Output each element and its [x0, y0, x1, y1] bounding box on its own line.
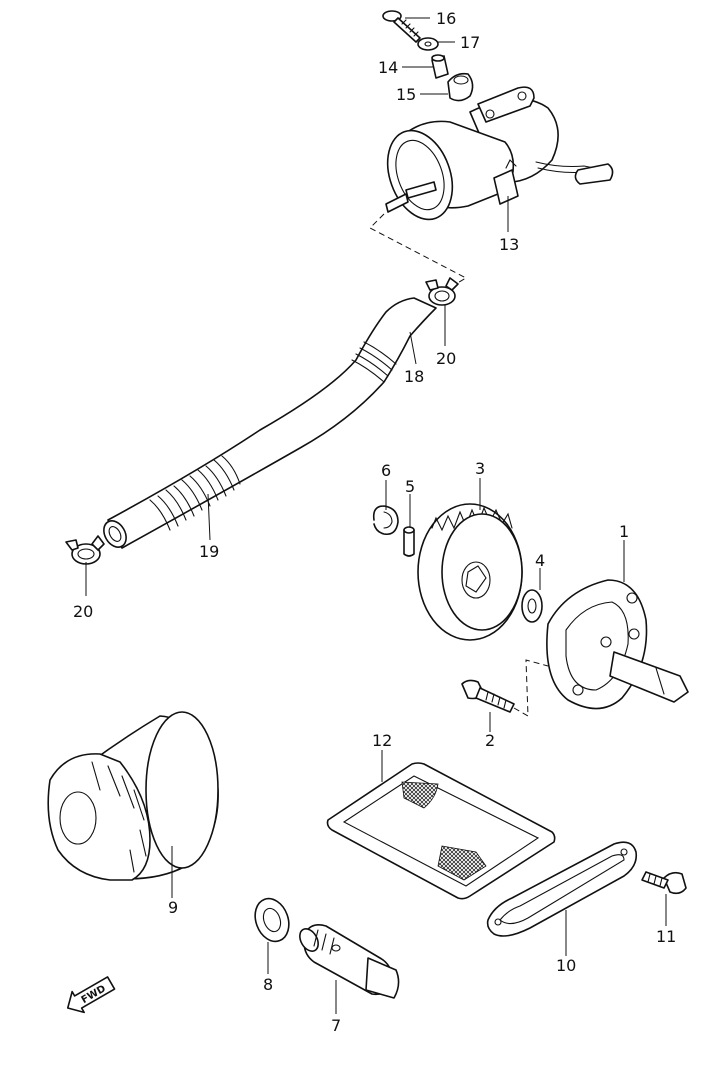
callout-8: 8 [263, 975, 273, 994]
clamp-20-top [425, 277, 459, 306]
callout-14: 14 [378, 58, 398, 77]
pump-body-13 [385, 86, 614, 221]
pump-housing-1 [546, 579, 689, 710]
washer-4 [521, 589, 543, 623]
gear-3 [417, 503, 523, 641]
callout-7: 7 [331, 1016, 341, 1035]
callout-19: 19 [199, 542, 219, 561]
callout-13: 13 [499, 235, 519, 254]
bolt-2 [461, 679, 515, 713]
pin-5 [403, 526, 415, 557]
callout-12: 12 [372, 731, 392, 750]
callout-3: 3 [475, 459, 485, 478]
grommet-15 [447, 72, 474, 102]
hose-18-19 [103, 297, 437, 549]
callout-5: 5 [405, 477, 415, 496]
callout-2: 2 [485, 731, 495, 750]
callout-11: 11 [656, 927, 676, 946]
fwd-arrow-icon: FWD [66, 976, 116, 1014]
oil-strainer-12 [326, 762, 556, 900]
callout-20-bottom: 20 [73, 602, 93, 621]
callout-20-top: 20 [436, 349, 456, 368]
callout-16: 16 [436, 9, 456, 28]
oil-filter-9 [47, 711, 219, 881]
callout-15: 15 [396, 85, 416, 104]
assembly-dashline-bolt [513, 659, 549, 717]
drain-plug-7 [299, 924, 400, 999]
circlip-6 [372, 505, 399, 536]
gasket-10 [486, 841, 638, 937]
callout-18: 18 [404, 367, 424, 386]
bolt-16 [382, 10, 421, 43]
collar-14 [431, 54, 449, 79]
callout-4: 4 [535, 551, 545, 570]
callout-1: 1 [619, 522, 629, 541]
callout-17: 17 [460, 33, 480, 52]
leader-lines [85, 17, 667, 1014]
callout-9: 9 [168, 898, 178, 917]
bolt-11 [641, 871, 687, 895]
washer-17 [417, 37, 439, 51]
clamp-20-bottom [65, 535, 105, 565]
callout-10: 10 [556, 956, 576, 975]
callout-6: 6 [381, 461, 391, 480]
washer-8 [254, 897, 290, 943]
